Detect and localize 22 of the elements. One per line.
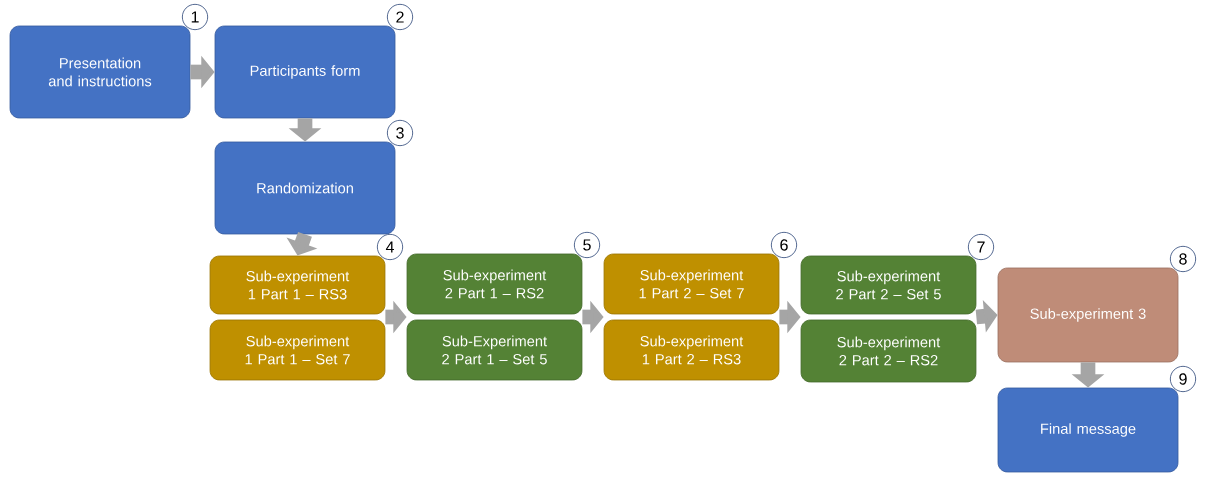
callout-number: 8 <box>1169 245 1197 273</box>
process-box: Participants form <box>214 25 396 119</box>
process-box: Sub-experiment 2 Part 2 – RS2 <box>800 319 977 383</box>
callout-number: 6 <box>770 231 798 259</box>
process-box: Sub-experiment 3 <box>997 267 1179 363</box>
process-box: Final message <box>997 387 1179 473</box>
process-box: Presentation and instructions <box>9 25 191 119</box>
process-box: Randomization <box>214 141 396 235</box>
process-box: Sub-experiment 1 Part 2 – RS3 <box>603 319 780 381</box>
callout-number: 9 <box>1169 365 1197 393</box>
process-box: Sub-experiment 2 Part 2 – Set 5 <box>800 255 977 315</box>
callout-number: 5 <box>573 231 601 259</box>
callout-number: 4 <box>376 233 404 261</box>
callout-number: 3 <box>386 119 414 147</box>
process-box: Sub-Experiment 2 Part 1 – Set 5 <box>406 319 583 381</box>
process-box: Sub-experiment 1 Part 1 – Set 7 <box>209 319 386 381</box>
process-box: Sub-experiment 1 Part 2 – Set 7 <box>603 253 780 315</box>
callout-number: 1 <box>181 3 209 31</box>
callout-number: 2 <box>386 3 414 31</box>
process-box: Sub-experiment 1 Part 1 – RS3 <box>209 255 386 315</box>
process-box: Sub-experiment 2 Part 1 – RS2 <box>406 253 583 315</box>
callout-number: 7 <box>967 233 995 261</box>
